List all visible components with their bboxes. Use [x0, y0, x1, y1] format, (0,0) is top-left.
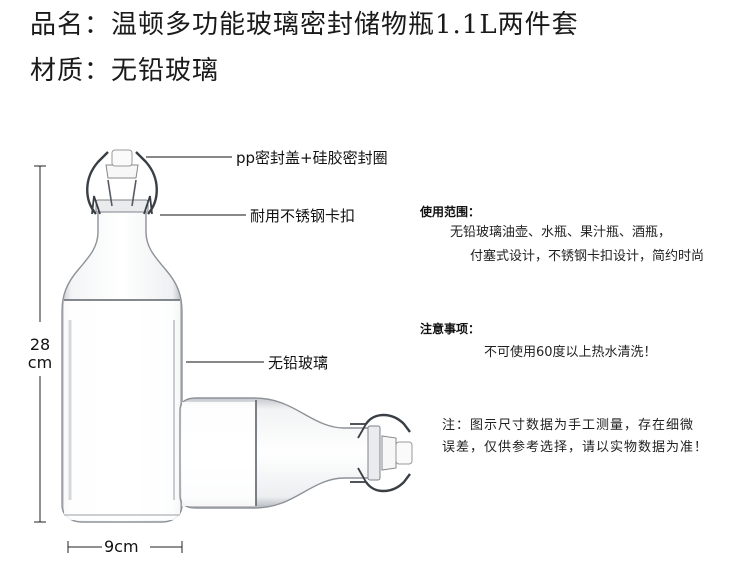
caution-title: 注意事项： — [420, 322, 481, 336]
caution-line-1: 不可使用60度以上热水清洗！ — [484, 345, 657, 360]
clasp-callout: 耐用不锈钢卡扣 — [250, 207, 356, 225]
height-label: 28 cm — [22, 336, 58, 372]
width-label: 9cm — [104, 537, 139, 556]
usage-title: 使用范围： — [420, 205, 481, 219]
product-name-heading: 品名：温顿多功能玻璃密封储物瓶1.1L两件套 — [30, 10, 579, 40]
material-heading: 材质：无铅玻璃 — [30, 56, 220, 86]
usage-line-2: 付塞式设计，不锈钢卡扣设计，简约时尚 — [470, 249, 705, 264]
usage-line-1: 无铅玻璃油壶、水瓶、果汁瓶、酒瓶， — [450, 225, 672, 240]
width-dimension — [67, 541, 183, 553]
disclaimer-line-1: 注：图示尺寸数据为手工测量，存在细微 — [442, 418, 695, 433]
glass-callout: 无铅玻璃 — [268, 354, 329, 372]
height-unit: cm — [27, 353, 53, 372]
lid-callout: pp密封盖+硅胶密封圈 — [236, 149, 388, 167]
height-dimension — [34, 165, 46, 523]
lying-bottle — [179, 397, 413, 509]
height-value: 28 — [29, 335, 51, 354]
standing-bottle — [61, 149, 183, 523]
disclaimer-line-2: 误差，仅供参考选择，请以实物数据为准！ — [442, 440, 709, 455]
